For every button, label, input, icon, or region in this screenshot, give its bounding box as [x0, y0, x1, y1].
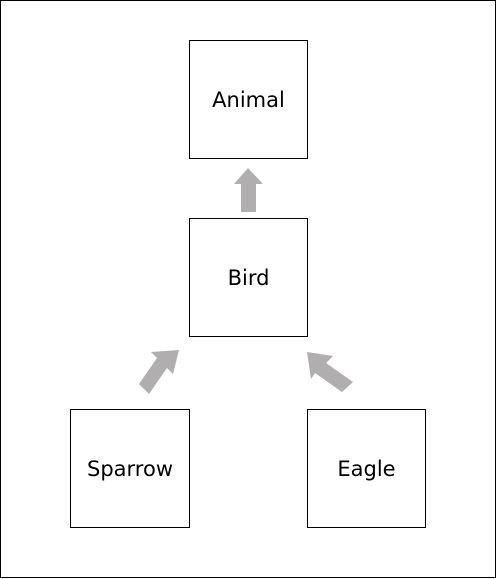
node-bird: Bird [189, 218, 308, 337]
arrow-bird-to-animal [234, 168, 263, 212]
arrow-sparrow-to-bird [139, 350, 179, 394]
node-animal: Animal [189, 40, 308, 159]
node-bird-label: Bird [227, 265, 270, 290]
node-sparrow: Sparrow [70, 409, 190, 528]
node-sparrow-label: Sparrow [87, 456, 173, 481]
arrow-eagle-to-bird [307, 352, 353, 392]
node-eagle-label: Eagle [337, 456, 396, 481]
node-animal-label: Animal [212, 87, 285, 112]
node-eagle: Eagle [307, 409, 426, 528]
